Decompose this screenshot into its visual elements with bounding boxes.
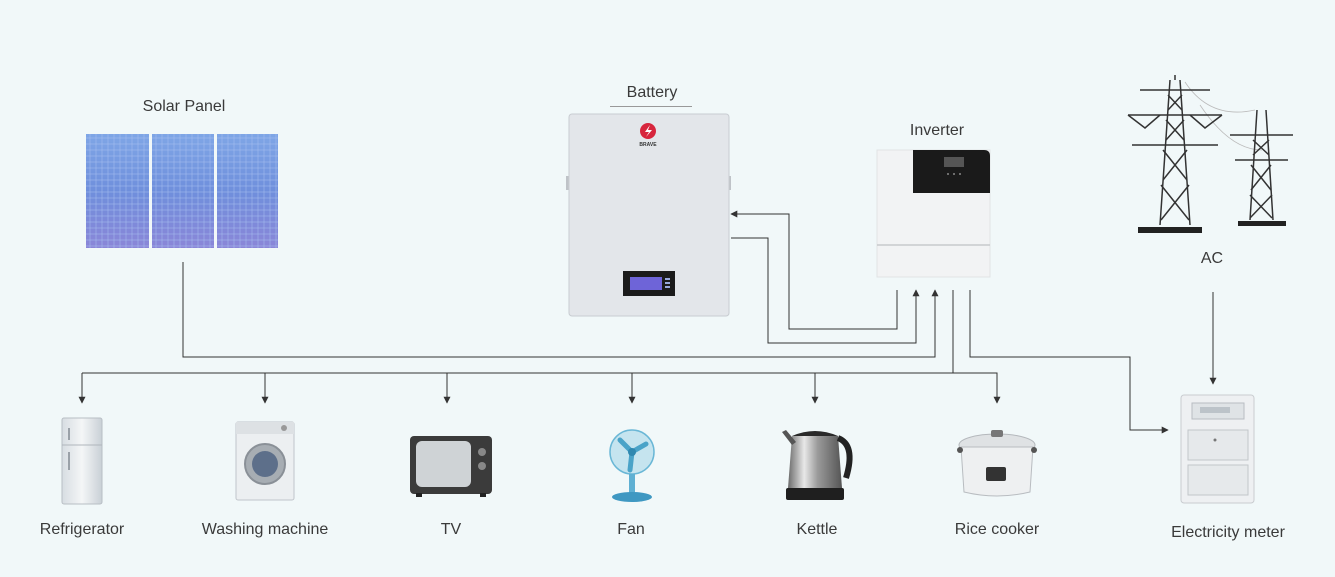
inverter-to-meter-line [969,290,1169,434]
ac-label: AC [1200,250,1224,267]
battery-icon: BRAVE [566,113,731,317]
inverter-icon [876,149,991,278]
appliance-label-tv: TV [440,521,462,538]
kettle-icon [782,430,853,500]
appliance-label-washing-machine: Washing machine [201,521,329,538]
battery-label: Battery [626,84,678,101]
inverter-label: Inverter [909,122,965,139]
appliance-label-refrigerator: Refrigerator [39,521,125,538]
washing-machine-icon [235,421,295,501]
appliance-label-kettle: Kettle [796,521,838,538]
electricity-meter-label: Electricity meter [1171,524,1285,541]
battery-brand-text: BRAVE [639,142,657,148]
tv-icon [410,436,492,497]
appliance-bus-line [82,290,954,374]
rice-cooker-icon [957,430,1037,497]
battery-to-inverter-line [731,237,920,344]
battery-label-underline [610,106,692,107]
appliance-label-rice-cooker: Rice cooker [954,521,1040,538]
power-tower-icon [1127,75,1293,226]
fan-icon [609,429,655,502]
refrigerator-icon [61,417,103,505]
solar-to-inverter-line [182,262,939,358]
solar-panel-label: Solar Panel [142,98,226,115]
solar-panel-icon [86,134,278,248]
to-rice-cooker-line [953,372,1001,404]
inverter-to-battery-line [730,210,898,330]
electricity-meter-icon [1180,394,1255,504]
appliance-label-fan: Fan [617,521,645,538]
connection-lines [78,210,1217,434]
